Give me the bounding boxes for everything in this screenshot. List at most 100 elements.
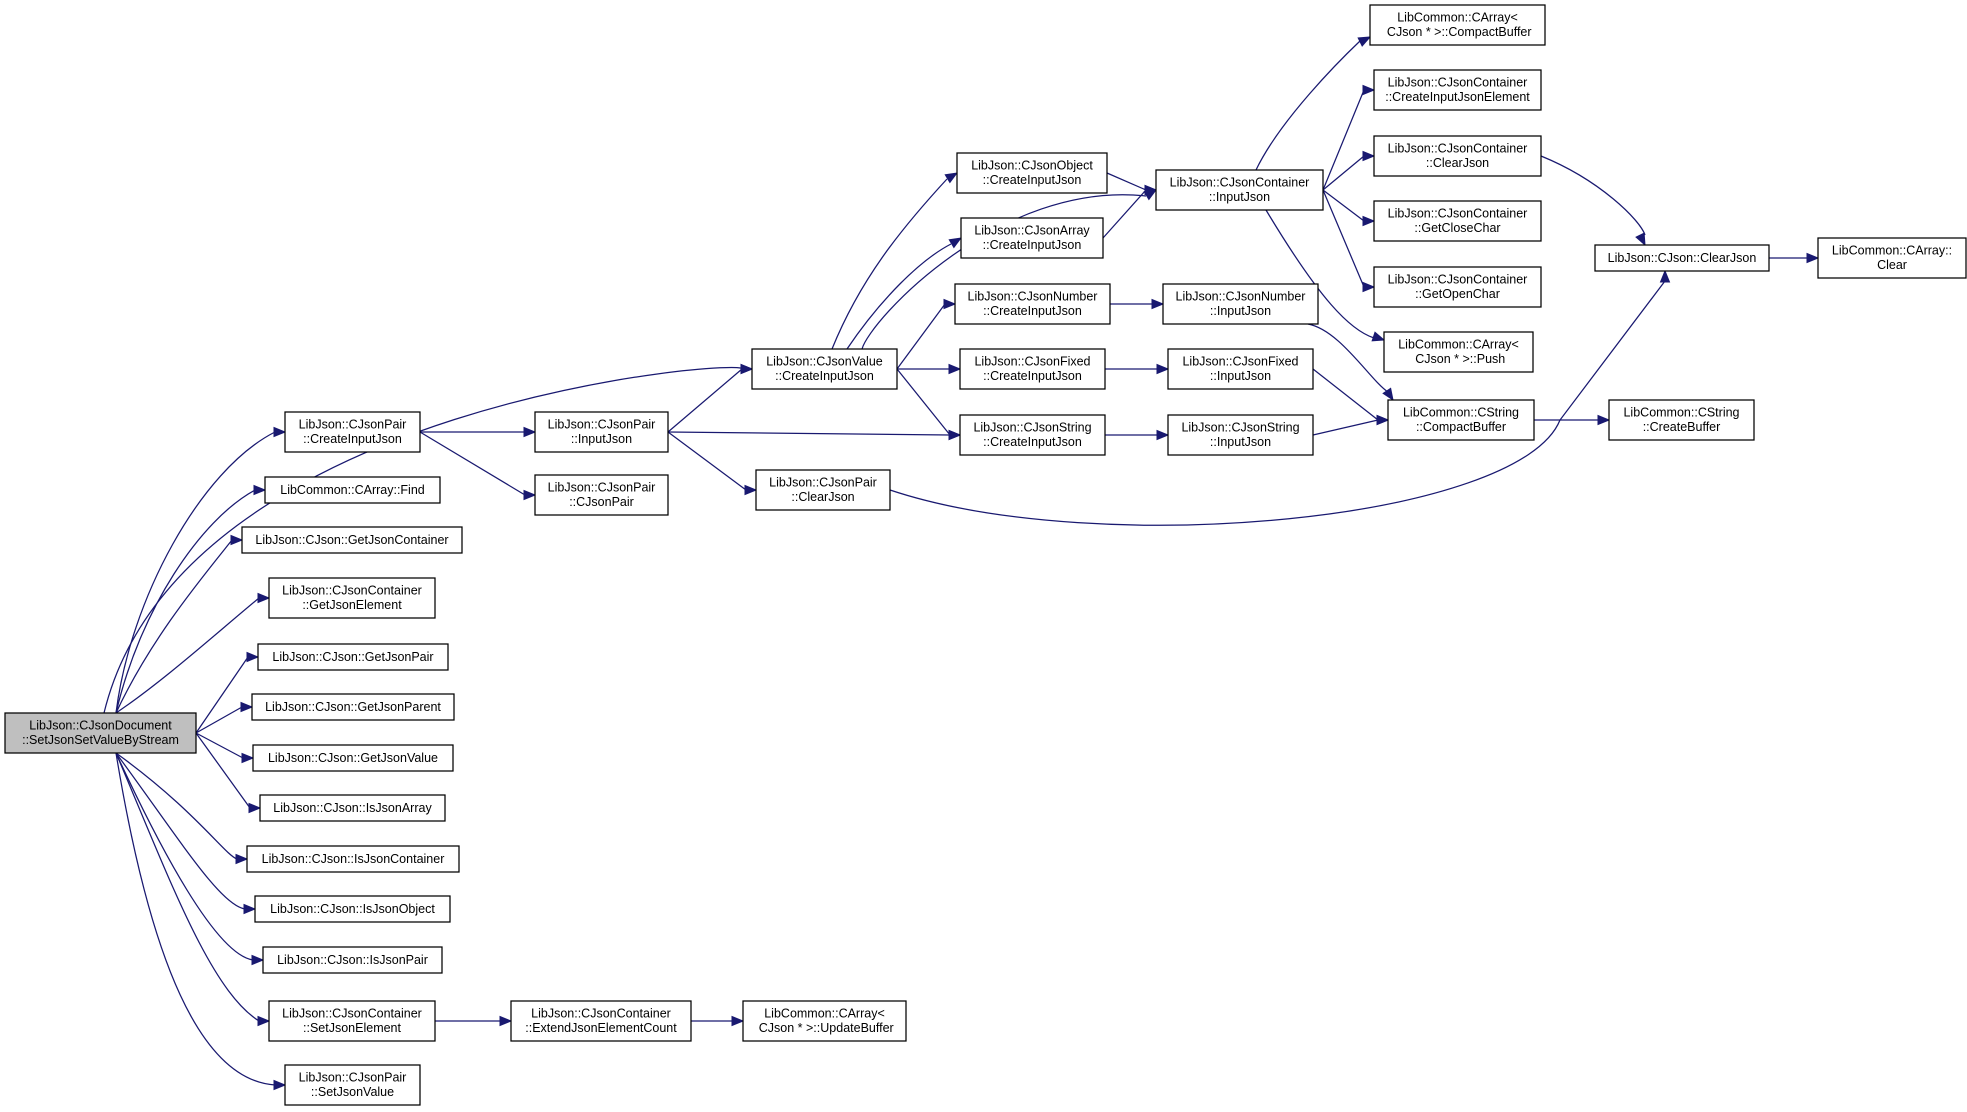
node-label: CJson * >::Push (1412, 352, 1505, 366)
node-label: ::CreateInputJson (303, 432, 402, 446)
node-label: LibJson::CJsonObject (971, 159, 1093, 173)
node-number-input[interactable]: LibJson::CJsonNumber::InputJson (1162, 283, 1319, 325)
node-root[interactable]: LibJson::CJsonDocument::SetJsonSetValueB… (4, 712, 197, 754)
node-label: ::CreateInputJson (983, 238, 1082, 252)
node-label: ::CreateBuffer (1643, 420, 1721, 434)
node-label: ::ExtendJsonElementCount (525, 1021, 677, 1035)
node-label: LibJson::CJsonPair (769, 476, 877, 490)
node-is-pair[interactable]: LibJson::CJson::IsJsonPair (262, 946, 443, 974)
node-carray-clear[interactable]: LibCommon::CArray::Clear (1817, 237, 1967, 279)
node-box (4, 712, 197, 754)
node-array-create[interactable]: LibJson::CJsonArray::CreateInputJson (960, 217, 1104, 259)
node-pair-input[interactable]: LibJson::CJsonPair::InputJson (534, 411, 669, 453)
node-is-array[interactable]: LibJson::CJson::IsJsonArray (259, 794, 446, 822)
node-label: LibJson::CJsonNumber (1176, 290, 1306, 304)
node-label: ::CompactBuffer (1416, 420, 1506, 434)
node-set-value[interactable]: LibJson::CJsonPair::SetJsonValue (284, 1064, 421, 1106)
arrowhead (273, 1079, 287, 1091)
node-container-input[interactable]: LibJson::CJsonContainer::InputJson (1155, 169, 1324, 211)
node-label: LibJson::CJsonPair (299, 1071, 407, 1085)
node-box (1817, 237, 1967, 279)
node-label: LibJson::CJson::GetJsonPair (272, 650, 433, 664)
arrowhead (257, 592, 271, 604)
node-cstring-compact[interactable]: LibCommon::CString::CompactBuffer (1387, 399, 1535, 441)
arrowhead (246, 651, 260, 663)
node-get-pair[interactable]: LibJson::CJson::GetJsonPair (257, 643, 449, 671)
arrowhead (948, 429, 962, 441)
edge-container_input-to-create_input_element (1322, 89, 1365, 191)
edge-root-to-value_create (103, 366, 743, 714)
node-cjson-clear[interactable]: LibJson::CJson::ClearJson (1594, 244, 1770, 272)
node-label: ::ClearJson (1426, 156, 1489, 170)
edge-root-to-set_element (115, 752, 260, 1022)
edge-root-to-get_parent (195, 706, 243, 734)
node-label: Clear (1877, 258, 1907, 272)
node-array-find[interactable]: LibCommon::CArray::Find (264, 476, 441, 504)
node-is-object[interactable]: LibJson::CJson::IsJsonObject (254, 895, 451, 923)
edge-root-to-set_value (115, 752, 276, 1086)
node-label: ::InputJson (1210, 435, 1271, 449)
node-array-push[interactable]: LibCommon::CArray< CJson * >::Push (1383, 331, 1534, 373)
node-label: ::InputJson (1210, 304, 1271, 318)
node-create-input-element[interactable]: LibJson::CJsonContainer::CreateInputJson… (1373, 69, 1542, 111)
node-string-create[interactable]: LibJson::CJsonString::CreateInputJson (959, 414, 1106, 456)
node-fixed-input[interactable]: LibJson::CJsonFixed::InputJson (1167, 348, 1314, 390)
arrowhead (230, 534, 244, 546)
node-pair-clear[interactable]: LibJson::CJsonPair::ClearJson (755, 469, 891, 511)
node-box (510, 1000, 692, 1042)
node-label: LibJson::CJsonContainer (1388, 207, 1528, 221)
node-number-create[interactable]: LibJson::CJsonNumber::CreateInputJson (954, 283, 1111, 325)
node-get-open-char[interactable]: LibJson::CJsonContainer::GetOpenChar (1373, 266, 1542, 308)
node-label: ::GetOpenChar (1415, 287, 1500, 301)
node-extend-count[interactable]: LibJson::CJsonContainer::ExtendJsonEleme… (510, 1000, 692, 1042)
arrowhead (248, 802, 262, 814)
node-label: ::GetCloseChar (1414, 221, 1500, 235)
node-value-create[interactable]: LibJson::CJsonValue::CreateInputJson (751, 348, 898, 390)
node-get-parent[interactable]: LibJson::CJson::GetJsonParent (251, 693, 455, 721)
node-label: LibJson::CJsonNumber (968, 290, 1098, 304)
node-get-close-char[interactable]: LibJson::CJsonContainer::GetCloseChar (1373, 200, 1542, 242)
node-box (264, 476, 441, 504)
node-pair-create[interactable]: LibJson::CJsonPair::CreateInputJson (284, 411, 421, 453)
arrowhead (1362, 281, 1376, 293)
node-label: LibJson::CJsonPair (299, 418, 407, 432)
node-box (959, 414, 1106, 456)
edge-root-to-get_value (195, 732, 244, 759)
node-object-create[interactable]: LibJson::CJsonObject::CreateInputJson (956, 152, 1108, 194)
arrowhead (1659, 269, 1671, 283)
node-set-element[interactable]: LibJson::CJsonContainer::SetJsonElement (268, 1000, 436, 1042)
node-label: LibJson::CJsonArray (974, 224, 1090, 238)
node-pair-ctor[interactable]: LibJson::CJsonPair::CJsonPair (534, 474, 669, 516)
node-label: ::CreateInputJson (983, 304, 1082, 318)
node-label: LibCommon::CString (1403, 406, 1519, 420)
node-get-element[interactable]: LibJson::CJsonContainer::GetJsonElement (268, 577, 436, 619)
node-label: CJson * >::CompactBuffer (1383, 25, 1531, 39)
node-string-input[interactable]: LibJson::CJsonString::InputJson (1167, 414, 1314, 456)
node-box (1383, 331, 1534, 373)
edge-value_create-to-array_create (846, 243, 952, 350)
node-box (956, 152, 1108, 194)
node-fixed-create[interactable]: LibJson::CJsonFixed::CreateInputJson (959, 348, 1106, 390)
node-cstring-create-buffer[interactable]: LibCommon::CString::CreateBuffer (1608, 399, 1755, 441)
node-box (257, 643, 449, 671)
node-compact-buffer-arr[interactable]: LibCommon::CArray< CJson * >::CompactBuf… (1369, 4, 1546, 46)
node-get-container[interactable]: LibJson::CJson::GetJsonContainer (241, 526, 463, 554)
node-container-clear[interactable]: LibJson::CJsonContainer::ClearJson (1373, 135, 1542, 177)
arrowhead (1362, 150, 1376, 162)
node-is-container[interactable]: LibJson::CJson::IsJsonContainer (246, 845, 460, 873)
edge-root-to-is_array (195, 732, 251, 809)
edge-value_create-to-container_input (861, 194, 1147, 350)
edge-string_input-to-cstring_compact (1312, 419, 1379, 436)
edge-pair_input-to-value_create (667, 368, 743, 433)
edge-number_input-to-cstring_compact (1307, 323, 1389, 393)
node-label: LibJson::CJson::GetJsonContainer (255, 533, 448, 547)
arrowhead (1376, 414, 1390, 426)
node-box (268, 1000, 436, 1042)
node-update-buffer[interactable]: LibCommon::CArray< CJson * >::UpdateBuff… (742, 1000, 907, 1042)
node-box (755, 469, 891, 511)
arrowhead (240, 701, 254, 713)
node-box (534, 411, 669, 453)
node-label: LibJson::CJson::GetJsonParent (265, 700, 441, 714)
node-label: ::CreateInputJsonElement (1385, 90, 1530, 104)
node-get-value[interactable]: LibJson::CJson::GetJsonValue (252, 744, 454, 772)
